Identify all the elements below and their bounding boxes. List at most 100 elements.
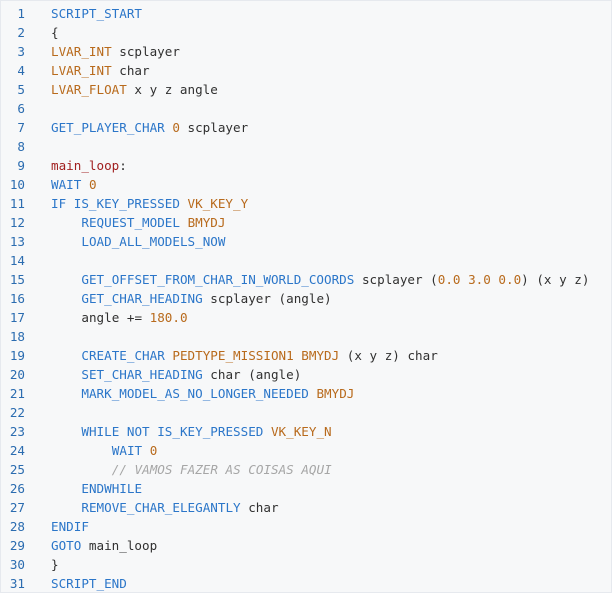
line-number: 17 <box>9 310 25 325</box>
code-line: // VAMOS FAZER AS COISAS AQUI <box>112 460 332 479</box>
code-token-keyword: CREATE_CHAR <box>81 348 165 363</box>
code-line: REQUEST_MODEL BMYDJ <box>81 213 225 232</box>
code-token-text <box>142 443 150 458</box>
code-token-text: main_loop <box>81 538 158 553</box>
code-line: REMOVE_CHAR_ELEGANTLY char <box>81 498 278 517</box>
line-number: 2 <box>17 25 25 40</box>
code-line: WHILE NOT IS_KEY_PRESSED VK_KEY_N <box>81 422 331 441</box>
code-token-keyword: GET_CHAR_HEADING <box>81 291 203 306</box>
code-line: GET_OFFSET_FROM_CHAR_IN_WORLD_COORDS scp… <box>81 270 589 289</box>
code-token-text: char <box>240 500 279 515</box>
code-token-literal: 0 <box>149 443 158 458</box>
code-token-keyword: SET_CHAR_HEADING <box>81 367 203 382</box>
code-token-text: (x y z) char <box>339 348 438 363</box>
line-number: 26 <box>9 481 25 496</box>
code-token-keyword: WHILE NOT IS_KEY_PRESSED <box>81 424 264 439</box>
code-token-literal: 180.0 <box>149 310 188 325</box>
code-line: LVAR_INT scplayer <box>51 42 180 61</box>
code-token-keyword: IF IS_KEY_PRESSED <box>51 196 180 211</box>
code-token-text: char (angle) <box>202 367 302 382</box>
code-token-text: char <box>111 63 150 78</box>
code-line: IF IS_KEY_PRESSED VK_KEY_Y <box>51 194 248 213</box>
code-token-text: { <box>51 25 59 40</box>
code-token-literal: BMYDJ <box>316 386 355 401</box>
line-number: 20 <box>9 367 25 382</box>
code-token-text: ) (x y z) <box>521 272 590 287</box>
line-number: 6 <box>17 101 25 116</box>
code-token-keyword: SCRIPT_END <box>51 576 127 591</box>
code-token-literal: 0 <box>172 120 180 135</box>
code-token-literal: LVAR_INT <box>51 63 112 78</box>
line-number: 3 <box>17 44 25 59</box>
code-token-text: scplayer ( <box>354 272 438 287</box>
code-token-keyword: REQUEST_MODEL <box>81 215 180 230</box>
code-token-literal: VK_KEY_N <box>270 424 332 439</box>
line-number: 23 <box>9 424 25 439</box>
code-token-keyword: REMOVE_CHAR_ELEGANTLY <box>81 500 241 515</box>
code-token-label: main_loop <box>51 158 120 173</box>
code-line: ENDWHILE <box>81 479 142 498</box>
line-number: 1 <box>17 6 25 21</box>
code-token-text <box>263 424 271 439</box>
code-token-literal: LVAR_INT <box>51 44 112 59</box>
code-line: GET_CHAR_HEADING scplayer (angle) <box>81 289 331 308</box>
code-token-keyword: ENDIF <box>51 519 89 534</box>
line-number: 16 <box>9 291 25 306</box>
code-token-keyword: WAIT <box>51 177 82 192</box>
code-token-literal: PEDTYPE_MISSION1 BMYDJ <box>172 348 340 363</box>
line-number: 4 <box>17 63 25 78</box>
code-token-text: scplayer <box>111 44 180 59</box>
line-number: 24 <box>9 443 25 458</box>
line-number: 19 <box>9 348 25 363</box>
line-number: 5 <box>17 82 25 97</box>
code-token-text: : <box>119 158 127 173</box>
line-number: 30 <box>9 557 25 572</box>
line-number: 29 <box>9 538 25 553</box>
code-line: MARK_MODEL_AS_NO_LONGER_NEEDED BMYDJ <box>81 384 354 403</box>
code-token-literal: 0 <box>88 177 97 192</box>
code-token-text: scplayer <box>179 120 249 135</box>
line-number: 11 <box>9 196 25 211</box>
line-number: 8 <box>17 139 25 154</box>
code-line: main_loop: <box>51 156 127 175</box>
code-token-keyword: ENDWHILE <box>81 481 143 496</box>
code-token-literal: 0.0 3.0 0.0 <box>437 272 522 287</box>
line-number: 15 <box>9 272 25 287</box>
line-number: 21 <box>9 386 25 401</box>
line-number: 22 <box>9 405 25 420</box>
code-line: WAIT 0 <box>51 175 97 194</box>
line-number: 25 <box>9 462 25 477</box>
code-token-text: x y z angle <box>126 82 218 97</box>
code-token-keyword: MARK_MODEL_AS_NO_LONGER_NEEDED <box>81 386 309 401</box>
code-token-keyword: GET_OFFSET_FROM_CHAR_IN_WORLD_COORDS <box>81 272 355 287</box>
code-line: } <box>51 555 59 574</box>
code-token-text: } <box>51 557 59 572</box>
code-token-literal: VK_KEY_Y <box>187 196 249 211</box>
code-token-keyword: GOTO <box>51 538 82 553</box>
line-number: 31 <box>9 576 25 591</box>
code-line: SCRIPT_START <box>51 4 142 23</box>
line-number: 13 <box>9 234 25 249</box>
code-line: GET_PLAYER_CHAR 0 scplayer <box>51 118 248 137</box>
code-token-text <box>180 196 188 211</box>
line-number: 27 <box>9 500 25 515</box>
code-line: CREATE_CHAR PEDTYPE_MISSION1 BMYDJ (x y … <box>81 346 437 365</box>
code-token-text: scplayer (angle) <box>202 291 332 306</box>
code-token-keyword: LOAD_ALL_MODELS_NOW <box>81 234 226 249</box>
code-token-text <box>81 177 89 192</box>
code-token-keyword: GET_PLAYER_CHAR <box>51 120 165 135</box>
code-token-text: angle += <box>81 310 150 325</box>
line-number: 18 <box>9 329 25 344</box>
code-token-literal: LVAR_FLOAT <box>51 82 127 97</box>
line-number: 12 <box>9 215 25 230</box>
code-token-keyword: WAIT <box>111 443 143 458</box>
line-number: 28 <box>9 519 25 534</box>
line-number: 14 <box>9 253 25 268</box>
code-token-keyword: SCRIPT_START <box>51 6 142 21</box>
code-token-literal: BMYDJ <box>187 215 226 230</box>
code-line: GOTO main_loop <box>51 536 157 555</box>
code-line: LVAR_INT char <box>51 61 150 80</box>
code-line: { <box>51 23 59 42</box>
